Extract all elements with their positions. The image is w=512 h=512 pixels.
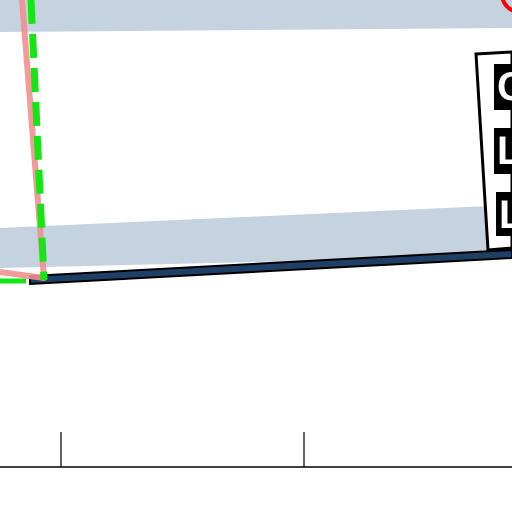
top-band [0, 0, 512, 32]
legend-item: C [494, 64, 512, 110]
legend-glyph: L [497, 129, 512, 173]
legend-glyph: L [499, 193, 512, 237]
legend-item: L [496, 192, 512, 237]
legend-item: L [494, 128, 512, 174]
legend-square [494, 64, 512, 110]
bottom-band [0, 205, 512, 268]
legend-glyph: C [497, 65, 512, 109]
road-edge [29, 248, 512, 286]
legend-square [494, 128, 512, 174]
legend-square [496, 192, 512, 236]
green-dashed-line [27, 0, 48, 281]
legend-panel: C L L [474, 50, 512, 252]
